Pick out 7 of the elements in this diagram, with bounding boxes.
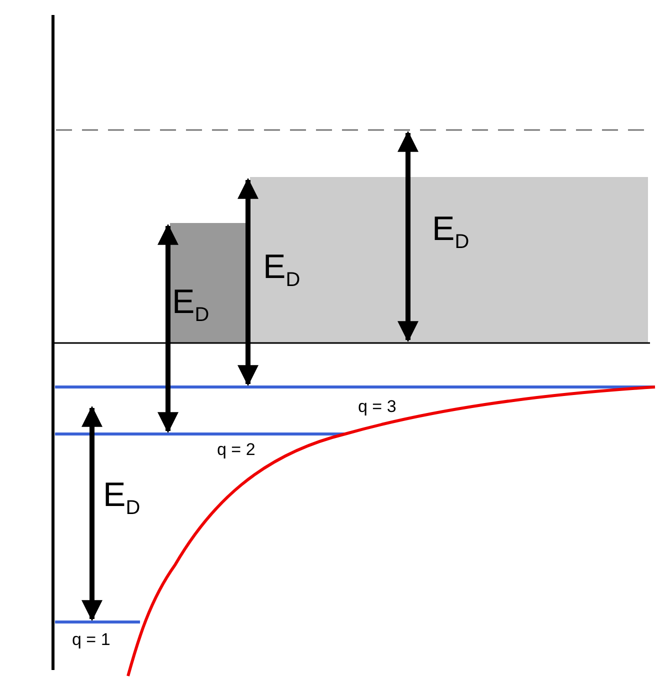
energy-label: E$_{D}$ [432,212,470,252]
energy-label: E$_{D}$ [172,285,210,325]
energy-label: E$_{D}$ [103,478,140,518]
level-label: q = 2 [217,441,256,458]
level-label: q = 1 [72,631,110,648]
energy-label: E$_{D}$ [263,250,300,290]
level-label: q = 3 [358,398,396,415]
